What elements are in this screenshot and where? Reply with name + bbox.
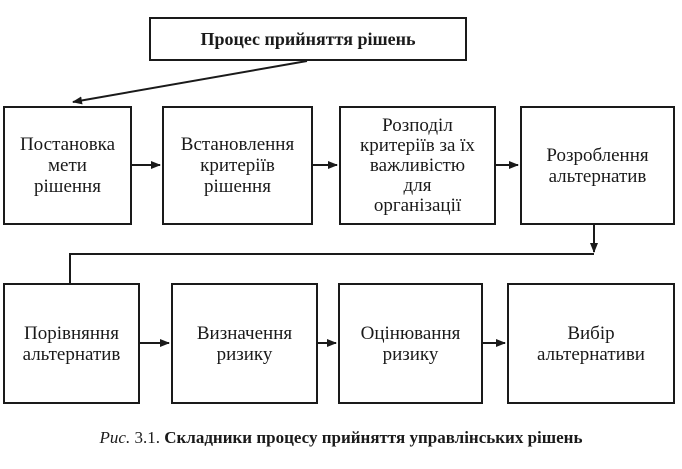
step-goal-setting: Постановка мети рішення — [3, 106, 132, 225]
step-alternatives-comparison: Порівняння альтернатив — [3, 283, 140, 404]
figure-caption: Рис. 3.1. Складники процесу прийняття уп… — [0, 428, 682, 448]
process-title-box: Процес прийняття рішень — [149, 17, 467, 61]
caption-prefix: Рис. — [99, 428, 131, 447]
connector-return-line — [69, 253, 594, 283]
caption-text: Складники процесу прийняття управлінськи… — [159, 428, 583, 447]
step-risk-identification: Визначення ризику — [171, 283, 318, 404]
step-label: Вибір альтернативи — [537, 322, 645, 365]
step-label: Порівняння альтернатив — [22, 322, 121, 365]
step-label: Постановка мети рішення — [19, 134, 116, 197]
step-criteria-setting: Встановлення критеріїв рішення — [162, 106, 313, 225]
caption-number: 3.1. — [130, 428, 160, 447]
step-label: Визначення ризику — [196, 322, 293, 365]
step-label: Розроблення альтернатив — [546, 144, 649, 187]
step-alternative-choice: Вибір альтернативи — [507, 283, 675, 404]
step-label: Розподіл критеріїв за їх важливістю для … — [360, 114, 475, 216]
step-alternatives-development: Розроблення альтернатив — [520, 106, 675, 225]
step-label: Оцінювання ризику — [360, 322, 461, 365]
process-title: Процес прийняття рішень — [200, 28, 416, 49]
step-criteria-distribution: Розподіл критеріїв за їх важливістю для … — [339, 106, 496, 225]
step-label: Встановлення критеріїв рішення — [180, 134, 295, 197]
step-risk-evaluation: Оцінювання ризику — [338, 283, 483, 404]
arrow-title-to-goal — [72, 60, 308, 105]
